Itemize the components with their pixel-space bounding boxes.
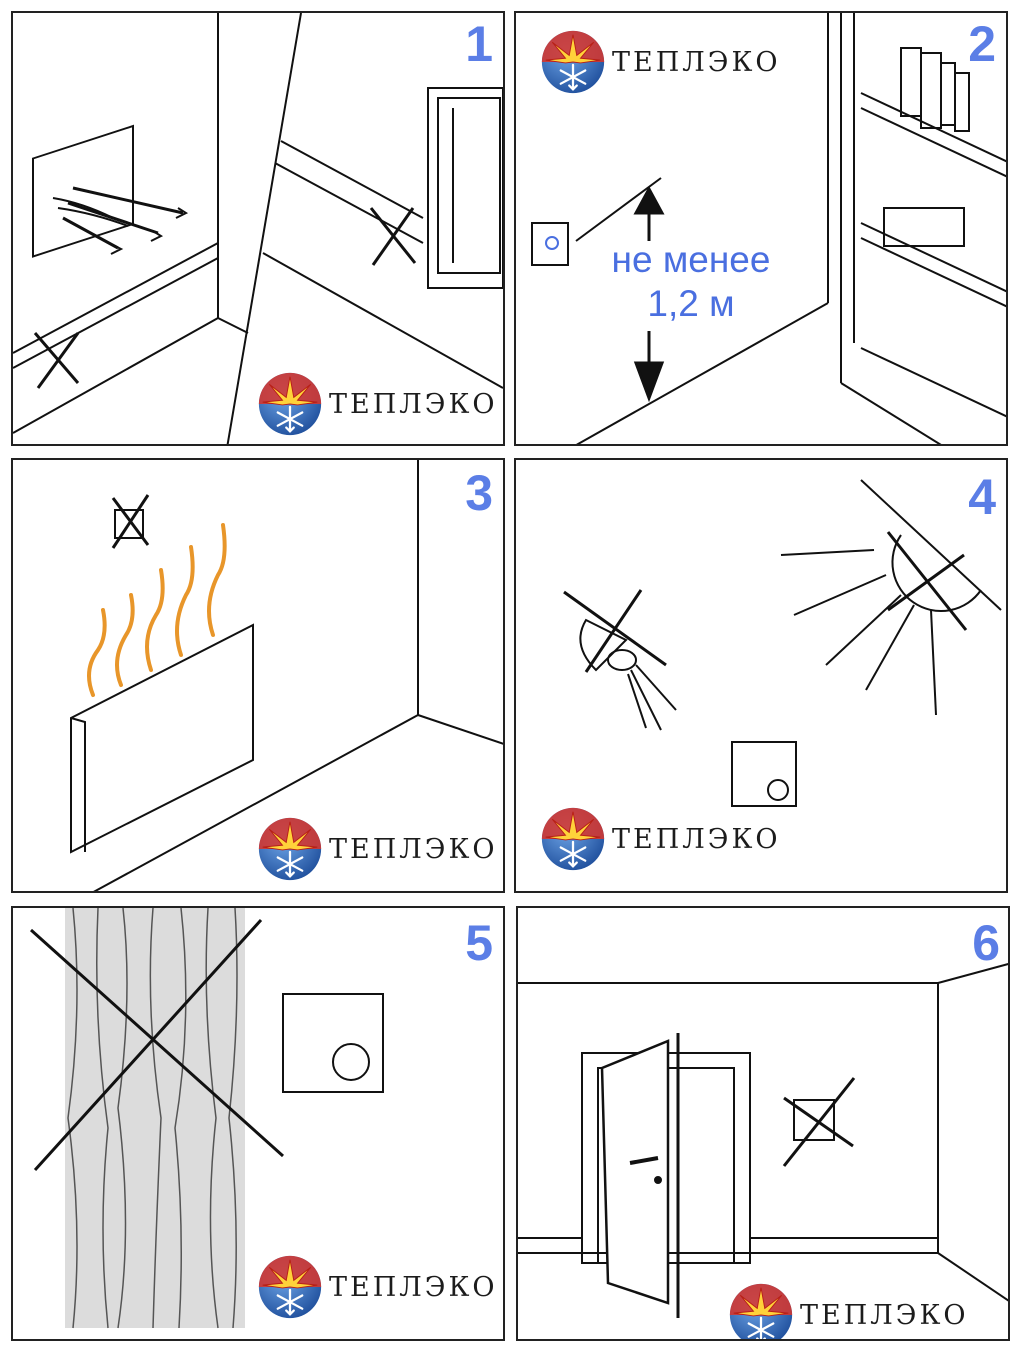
brand-logo: ТЕПЛЭКО bbox=[728, 1282, 969, 1341]
height-measure-label: не менее 1,2 м bbox=[591, 238, 791, 327]
panel-number: 5 bbox=[465, 915, 493, 971]
panel-2: 2 ТЕПЛЭКО не менее 1,2 м bbox=[514, 11, 1008, 446]
panel-number: 2 bbox=[968, 16, 996, 72]
heater-icon bbox=[70, 460, 503, 891]
panel-6: 6 ТЕПЛЭКО bbox=[516, 906, 1010, 1341]
teplo-logo-icon bbox=[257, 816, 323, 882]
panel-number: 3 bbox=[465, 465, 493, 521]
teplo-logo-icon bbox=[540, 29, 606, 95]
panel-1: 1 ТЕПЛЭКО bbox=[11, 11, 505, 446]
brand-name: ТЕПЛЭКО bbox=[612, 823, 781, 855]
teplo-logo-icon bbox=[257, 1254, 323, 1320]
brand-name: ТЕПЛЭКО bbox=[329, 1271, 498, 1303]
panel-number: 4 bbox=[968, 469, 996, 525]
lamp-sun-icon bbox=[563, 479, 1002, 807]
brand-name: ТЕПЛЭКО bbox=[329, 388, 498, 420]
panel-5: 5 ТЕПЛЭКО bbox=[11, 906, 505, 1341]
shelf-icon bbox=[531, 13, 1006, 444]
measure-line-1: не менее bbox=[611, 239, 771, 280]
brand-logo: ТЕПЛЭКО bbox=[540, 806, 781, 872]
panel-3: 3 ТЕПЛЭКО bbox=[11, 458, 505, 893]
teplo-logo-icon bbox=[540, 806, 606, 872]
teplo-logo-icon bbox=[728, 1282, 794, 1341]
brand-logo: ТЕПЛЭКО bbox=[257, 816, 498, 882]
brand-name: ТЕПЛЭКО bbox=[800, 1299, 969, 1331]
brand-name: ТЕПЛЭКО bbox=[612, 46, 781, 78]
brand-name: ТЕПЛЭКО bbox=[329, 833, 498, 865]
panel-number: 1 bbox=[465, 16, 493, 72]
vent-and-window-icon bbox=[13, 13, 503, 444]
teplo-logo-icon bbox=[257, 371, 323, 437]
brand-logo: ТЕПЛЭКО bbox=[257, 1254, 498, 1320]
measure-line-2: 1,2 м bbox=[647, 283, 735, 325]
panel-4: 4 ТЕПЛЭКО bbox=[514, 458, 1008, 893]
curtain-icon bbox=[29, 908, 384, 1329]
panel-number: 6 bbox=[972, 915, 1000, 971]
brand-logo: ТЕПЛЭКО bbox=[540, 29, 781, 95]
brand-logo: ТЕПЛЭКО bbox=[257, 371, 498, 437]
door-icon bbox=[518, 963, 1008, 1318]
